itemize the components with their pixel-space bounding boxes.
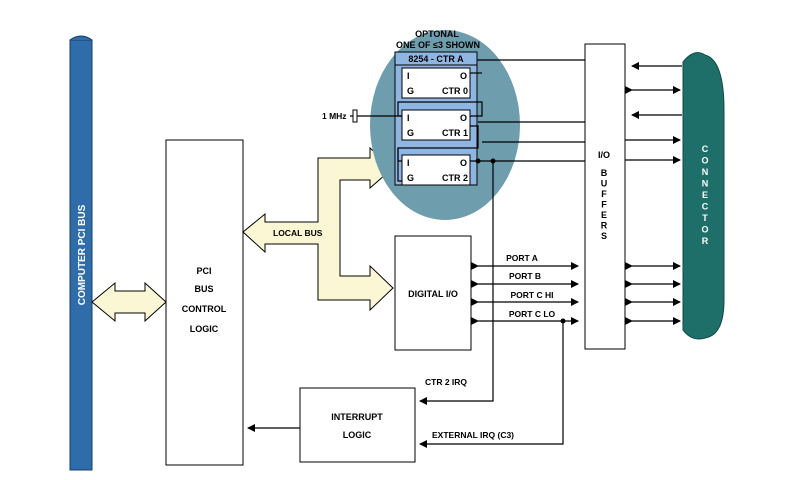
ctr2-irq-line xyxy=(419,161,494,405)
local-bus-arrow xyxy=(242,146,394,312)
external-irq-line xyxy=(419,321,564,448)
ctr0-pin-o: O xyxy=(460,71,467,81)
pci-line4: LOGIC xyxy=(190,324,219,334)
clock-tick xyxy=(352,109,358,123)
interrupt-line1: INTERRUPT xyxy=(331,412,383,422)
optional-label: OPTONAL xyxy=(415,29,459,39)
ctr2-pin-i: I xyxy=(407,158,410,168)
counter-ctr0: I O G CTR 0 xyxy=(401,67,471,99)
buffer-connector-lines xyxy=(625,62,682,325)
chip-title: 8254 - CTR A xyxy=(408,54,464,64)
optional-count-label: ONE OF ≤3 SHOWN xyxy=(396,40,480,50)
local-bus-label: LOCAL BUS xyxy=(273,228,323,238)
interrupt-logic-block: INTERRUPT LOGIC xyxy=(299,387,416,463)
counter-ctr2: I O G CTR 2 xyxy=(401,154,471,186)
ctr1-pin-i: I xyxy=(407,113,410,123)
computer-pci-bus: COMPUTER PCI BUS xyxy=(69,35,93,471)
port-c-lo-label: PORT C LO xyxy=(509,309,556,319)
pci-line2: BUS xyxy=(194,284,213,294)
ctr0-label: CTR 0 xyxy=(442,86,468,96)
ctr1-pin-o: O xyxy=(460,113,467,123)
ctr2-pin-g: G xyxy=(407,173,414,183)
interrupt-line2: LOGIC xyxy=(343,430,372,440)
pci-bus-double-arrow xyxy=(91,281,167,323)
port-c-hi-label: PORT C HI xyxy=(511,290,554,300)
digital-io-label: DIGITAL I/O xyxy=(408,289,458,299)
ctr2-pin-o: O xyxy=(460,158,467,168)
io-buffers-io-label: I/O xyxy=(598,150,610,160)
port-a-label: PORT A xyxy=(506,253,538,263)
external-irq-label: EXTERNAL IRQ (C3) xyxy=(432,430,514,440)
pci-line3: CONTROL xyxy=(182,304,227,314)
ctr0-pin-g: G xyxy=(407,86,414,96)
pci-bus-control-logic-block: PCI BUS CONTROL LOGIC xyxy=(165,139,244,466)
ctr0-pin-i: I xyxy=(407,71,410,81)
port-lines xyxy=(471,262,579,325)
computer-pci-bus-label: COMPUTER PCI BUS xyxy=(77,204,88,305)
ctr2-junction-1 xyxy=(475,158,481,164)
pci-line1: PCI xyxy=(196,266,211,276)
clock-label: 1 MHz xyxy=(322,111,347,121)
ctr2-gate-line xyxy=(397,148,402,182)
counter-ctr1: I O G CTR 1 xyxy=(401,109,471,141)
digital-io-block: DIGITAL I/O xyxy=(394,235,472,351)
ctr2-irq-label: CTR 2 IRQ xyxy=(425,377,467,387)
ctr1-pin-g: G xyxy=(407,128,414,138)
ctr2-label: CTR 2 xyxy=(442,173,468,183)
ctr1-label: CTR 1 xyxy=(442,128,468,138)
port-b-label: PORT B xyxy=(509,271,541,281)
counter-chip-8254: 8254 - CTR A I O G CTR 0 I O G CTR 1 I O… xyxy=(394,51,478,186)
counter-cascade-wiring xyxy=(397,72,483,162)
